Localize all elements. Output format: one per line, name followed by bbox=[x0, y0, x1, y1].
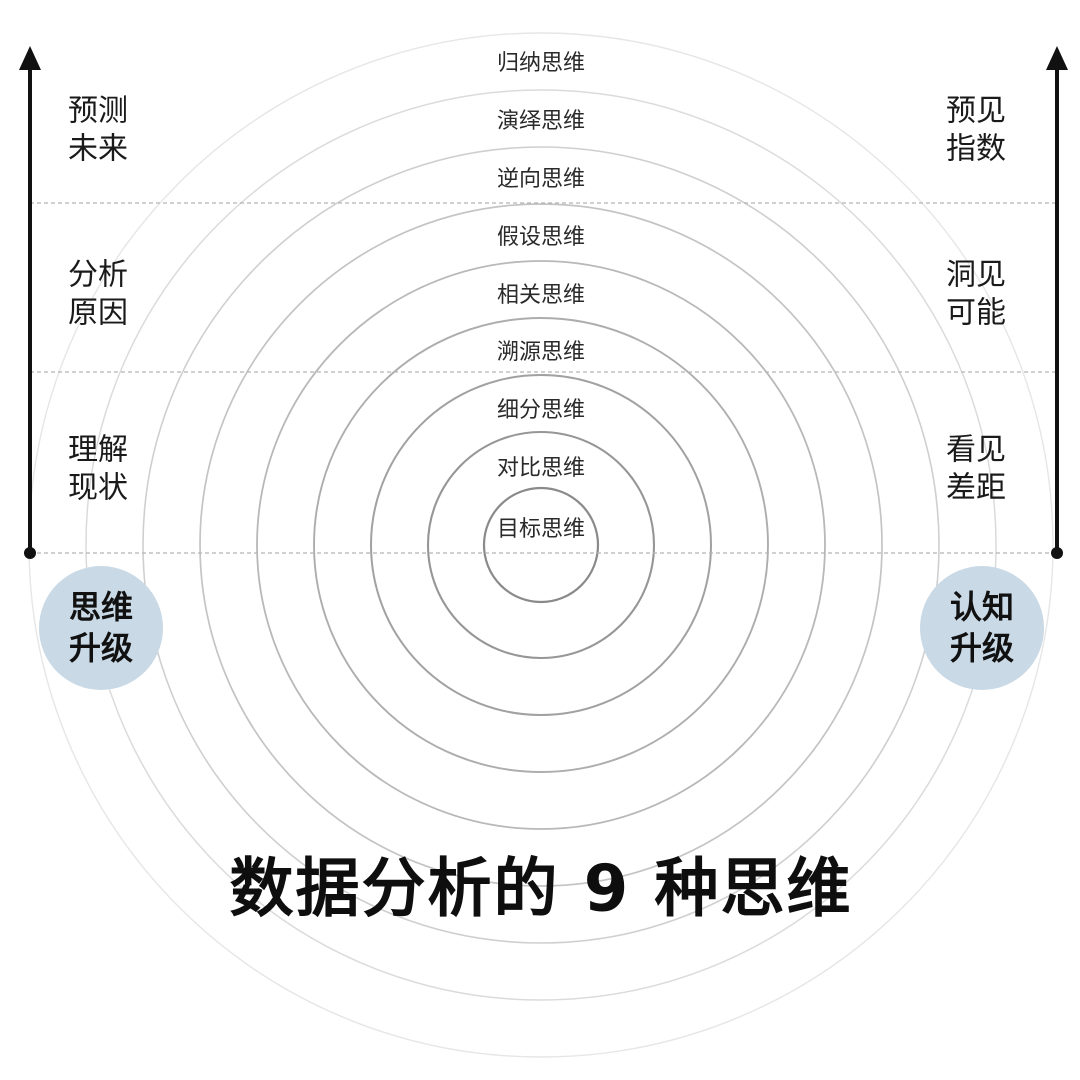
left-axis-origin-dot bbox=[24, 547, 36, 559]
left-stage-understand-line1: 理解 bbox=[68, 433, 128, 468]
right-badge-circle bbox=[920, 566, 1044, 690]
left-badge: 思维 升级 bbox=[39, 566, 163, 690]
right-badge-line2: 升级 bbox=[950, 629, 1014, 667]
ring-label-trace: 溯源思维 bbox=[497, 340, 585, 365]
left-axis-arrow-icon bbox=[19, 46, 41, 70]
left-stage-understand-line2: 现状 bbox=[68, 471, 128, 506]
left-axis bbox=[19, 46, 41, 559]
ring-label-segment: 细分思维 bbox=[497, 398, 585, 423]
diagram-title: 数据分析的 9 种思维 bbox=[229, 853, 852, 927]
ring-compare bbox=[426, 430, 656, 660]
left-stage-analyze-line1: 分析 bbox=[68, 258, 128, 293]
left-stage-predict-line1: 预测 bbox=[68, 94, 128, 129]
right-axis-origin-dot bbox=[1051, 547, 1063, 559]
ring-deduction bbox=[85, 89, 997, 1001]
ring-trace bbox=[313, 317, 769, 773]
left-stage-labels: 预测 未来 分析 原因 理解 现状 bbox=[68, 94, 128, 506]
left-badge-circle bbox=[39, 566, 163, 690]
right-stage-foresee-line2: 指数 bbox=[946, 132, 1006, 167]
left-stage-analyze-line2: 原因 bbox=[68, 296, 128, 331]
right-stage-foresee-line1: 预见 bbox=[946, 94, 1006, 129]
right-stage-gap-line2: 差距 bbox=[946, 471, 1006, 506]
ring-label-correlation: 相关思维 bbox=[497, 283, 585, 308]
ring-label-compare: 对比思维 bbox=[497, 456, 585, 481]
ring-labels: 目标思维 对比思维 细分思维 溯源思维 相关思维 假设思维 逆向思维 演绎思维 … bbox=[497, 51, 585, 542]
right-stage-insight-line1: 洞见 bbox=[946, 258, 1006, 293]
left-stage-predict-line2: 未来 bbox=[68, 132, 128, 167]
ring-goal bbox=[482, 486, 600, 604]
ring-label-reverse: 逆向思维 bbox=[497, 167, 585, 192]
ring-label-induction: 归纳思维 bbox=[497, 51, 585, 76]
ring-reverse bbox=[142, 146, 940, 944]
right-stage-gap-line1: 看见 bbox=[946, 433, 1006, 468]
ring-label-deduction: 演绎思维 bbox=[497, 109, 585, 134]
right-badge-line1: 认知 bbox=[950, 588, 1014, 626]
right-stage-insight-line2: 可能 bbox=[946, 296, 1006, 331]
right-axis-arrow-icon bbox=[1046, 46, 1068, 70]
ring-label-goal: 目标思维 bbox=[497, 517, 585, 542]
ring-segment bbox=[370, 374, 712, 716]
ring-label-hypothesis: 假设思维 bbox=[497, 225, 585, 250]
right-axis bbox=[1046, 46, 1068, 559]
right-badge: 认知 升级 bbox=[920, 566, 1044, 690]
right-stage-labels: 预见 指数 洞见 可能 看见 差距 bbox=[946, 94, 1006, 506]
left-badge-line1: 思维 bbox=[69, 588, 133, 626]
concentric-rings bbox=[28, 32, 1054, 1058]
ring-hypothesis bbox=[199, 203, 883, 887]
left-badge-line2: 升级 bbox=[69, 629, 133, 667]
ring-correlation bbox=[256, 260, 826, 830]
